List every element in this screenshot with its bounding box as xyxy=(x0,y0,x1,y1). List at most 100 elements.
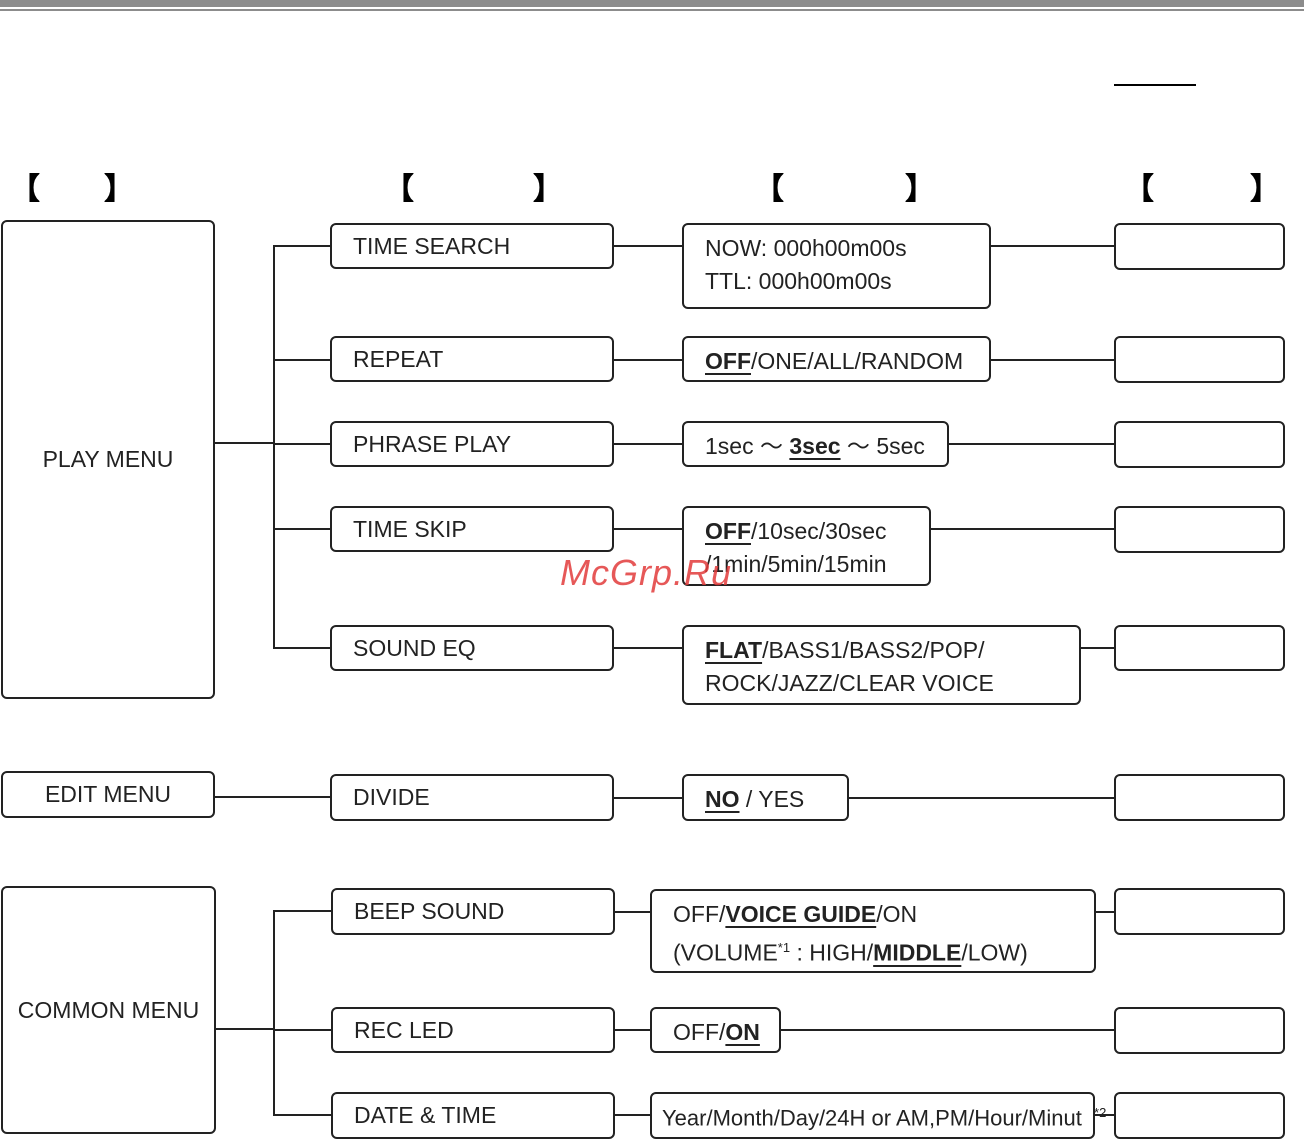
column-bracket-right: 】 xyxy=(905,173,935,206)
item-sound-eq: SOUND EQ xyxy=(330,625,614,671)
item-label: SOUND EQ xyxy=(353,634,476,661)
default-value: OFF xyxy=(705,348,751,374)
options-date-time: Year/Month/Day/24H or AM,PM/Hour/Minut *… xyxy=(650,1092,1106,1139)
blank-box xyxy=(1114,336,1285,383)
option-text: /ON xyxy=(876,901,918,927)
connector xyxy=(273,359,331,361)
blank-box xyxy=(1114,625,1285,671)
header-rule-thin xyxy=(0,9,1304,11)
column-bracket-left: 【 xyxy=(754,173,784,206)
option-text: OFF/ xyxy=(673,901,726,927)
column-bracket-right: 】 xyxy=(1250,173,1280,206)
option-text: (VOLUME xyxy=(673,939,778,966)
default-value: 3sec xyxy=(789,433,841,459)
option-text: OFF/ xyxy=(673,1019,726,1045)
connector xyxy=(273,1114,331,1116)
item-rec-led: REC LED xyxy=(331,1007,615,1053)
footnote-mark: *1 xyxy=(777,940,791,955)
connector xyxy=(780,1029,1115,1031)
connector xyxy=(948,443,1115,445)
connector xyxy=(273,910,275,1115)
watermark-text: McGrp.Ru xyxy=(560,552,733,593)
option-line: TTL: 000h00m00s xyxy=(705,268,892,294)
options-repeat: OFF/ONE/ALL/RANDOM xyxy=(682,336,991,382)
item-label: DATE & TIME xyxy=(354,1102,497,1128)
item-beep-sound: BEEP SOUND xyxy=(331,888,615,935)
option-text: ～ 5sec xyxy=(840,433,925,459)
options-sound-eq: FLAT/BASS1/BASS2/POP/ ROCK/JAZZ/CLEAR VO… xyxy=(682,625,1081,705)
connector xyxy=(273,647,331,649)
option-line: /1min/5min/15min xyxy=(705,551,887,577)
item-time-search: TIME SEARCH xyxy=(330,223,614,269)
connector xyxy=(273,1029,331,1031)
play-menu-label: PLAY MENU xyxy=(42,446,174,472)
default-value: ON xyxy=(725,1019,760,1045)
connector xyxy=(613,443,683,445)
connector xyxy=(990,359,1115,361)
options-phrase-play: 1sec ～ 3sec ～ 5sec xyxy=(682,421,949,467)
edit-menu-label: EDIT MENU xyxy=(44,781,172,807)
blank-box xyxy=(1114,1007,1285,1054)
connector xyxy=(614,911,651,913)
option-text: /LOW) xyxy=(961,939,1028,966)
default-value: VOICE GUIDE xyxy=(725,901,877,927)
default-value: MIDDLE xyxy=(873,939,962,966)
option-text: / YES xyxy=(739,786,805,812)
connector xyxy=(215,1028,275,1030)
column-bracket-right: 】 xyxy=(104,173,134,206)
options-divide: NO / YES xyxy=(682,774,849,821)
item-phrase-play: PHRASE PLAY xyxy=(330,421,614,467)
option-text: Year/Month/Day/24H or AM,PM/Hour/Minut xyxy=(662,1105,1082,1131)
options-time-skip: OFF/10sec/30sec /1min/5min/15min xyxy=(682,506,931,586)
item-time-skip: TIME SKIP xyxy=(330,506,614,552)
column-bracket-right: 】 xyxy=(533,173,563,206)
connector xyxy=(613,797,683,799)
blank-box xyxy=(1114,421,1285,468)
underline-mark xyxy=(1114,84,1196,86)
item-label: DIVIDE xyxy=(353,784,430,810)
connector xyxy=(1080,647,1115,649)
connector xyxy=(273,245,331,247)
item-label: BEEP SOUND xyxy=(354,898,505,924)
option-text: /ONE/ALL/RANDOM xyxy=(751,348,964,374)
option-line: ROCK/JAZZ/CLEAR VOICE xyxy=(705,670,994,696)
blank-box xyxy=(1114,888,1285,935)
connector xyxy=(214,442,274,444)
column-bracket-left: 【 xyxy=(384,173,414,206)
default-value: OFF xyxy=(705,518,751,544)
option-text: /BASS1/BASS2/POP/ xyxy=(762,637,985,663)
blank-box xyxy=(1114,1092,1285,1139)
connector xyxy=(273,245,275,649)
blank-box xyxy=(1114,223,1285,270)
option-line: NOW: 000h00m00s xyxy=(705,235,907,261)
connector xyxy=(1095,911,1115,913)
play-menu-box: PLAY MENU xyxy=(1,220,215,699)
options-rec-led: OFF/ON xyxy=(650,1007,781,1053)
connector xyxy=(1094,1114,1115,1116)
common-menu-box: COMMON MENU xyxy=(1,886,216,1134)
option-text: /10sec/30sec xyxy=(751,518,887,544)
connector xyxy=(613,528,683,530)
connector xyxy=(214,796,331,798)
options-time-search: NOW: 000h00m00s TTL: 000h00m00s xyxy=(682,223,991,309)
default-value: FLAT xyxy=(705,637,763,663)
connector xyxy=(613,245,683,247)
connector xyxy=(930,528,1115,530)
connector xyxy=(273,910,331,912)
item-label: REC LED xyxy=(354,1016,454,1043)
item-label: TIME SEARCH xyxy=(353,232,511,259)
connector xyxy=(613,359,683,361)
connector xyxy=(614,1114,651,1116)
blank-box xyxy=(1114,506,1285,553)
blank-box xyxy=(1114,774,1285,821)
connector xyxy=(848,797,1115,799)
column-bracket-left: 【 xyxy=(1124,173,1154,206)
item-date-time: DATE & TIME xyxy=(331,1092,615,1139)
item-label: PHRASE PLAY xyxy=(353,430,512,457)
common-menu-label: COMMON MENU xyxy=(17,996,200,1023)
item-label: REPEAT xyxy=(353,345,444,372)
option-text: 1sec ～ xyxy=(705,433,790,459)
connector xyxy=(273,443,331,445)
connector xyxy=(990,245,1115,247)
options-beep-sound: OFF/VOICE GUIDE/ON (VOLUME*1 : HIGH/MIDD… xyxy=(650,889,1096,973)
